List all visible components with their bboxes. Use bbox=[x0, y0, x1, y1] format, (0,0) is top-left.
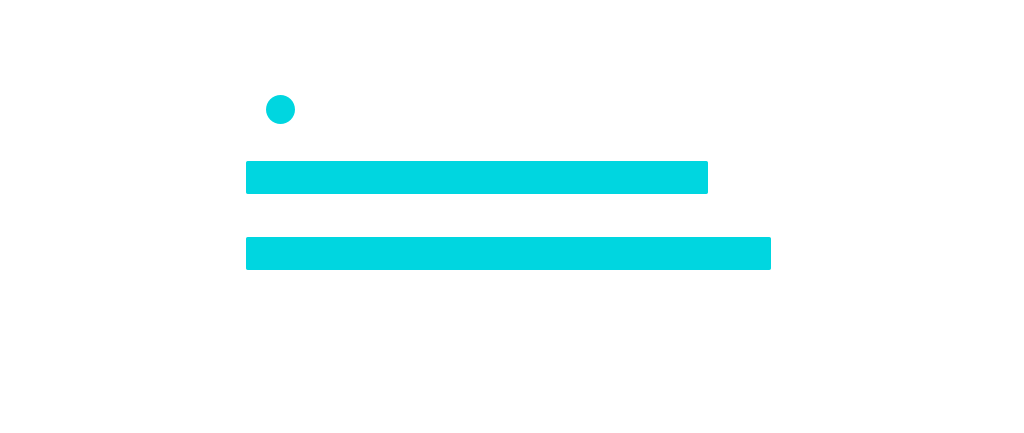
placeholder-bar bbox=[246, 237, 771, 270]
placeholder-bar bbox=[246, 161, 708, 194]
dot-icon bbox=[266, 95, 295, 124]
